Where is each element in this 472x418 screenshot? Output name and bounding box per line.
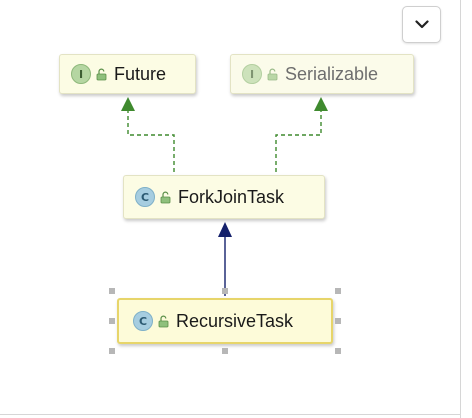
node-label: ForkJoinTask [178, 186, 285, 207]
public-access-icon [267, 68, 278, 81]
chevron-down-icon [414, 20, 429, 29]
interface-icon: I [71, 64, 91, 84]
resize-handle-top[interactable] [222, 288, 228, 294]
implements-arrowhead-serializable [314, 97, 328, 111]
class-icon: C [135, 187, 155, 207]
class-icon: C [133, 311, 153, 331]
resize-handle-right[interactable] [335, 318, 341, 324]
implements-edge-serializable [275, 110, 322, 172]
panel-border-right [460, 0, 461, 418]
resize-handle-top-right[interactable] [335, 288, 341, 294]
node-label: RecursiveTask [176, 310, 294, 331]
node-label: Future [114, 63, 167, 84]
interface-icon: I [242, 64, 262, 84]
panel-border-bottom [0, 414, 461, 415]
resize-handle-top-left[interactable] [109, 288, 115, 294]
node-serializable[interactable]: I Serializable [230, 54, 414, 94]
public-access-icon [96, 68, 107, 81]
collapse-button[interactable] [402, 6, 441, 43]
public-access-icon [160, 191, 171, 204]
node-recursivetask[interactable]: C RecursiveTask [117, 298, 333, 344]
resize-handle-bottom-right[interactable] [335, 348, 341, 354]
public-access-icon [158, 315, 169, 328]
node-forkjointask[interactable]: C ForkJoinTask [123, 175, 325, 219]
extends-arrowhead-forkjointask [218, 222, 232, 237]
implements-arrowhead-future [121, 97, 135, 111]
resize-handle-bottom-left[interactable] [109, 348, 115, 354]
resize-handle-bottom[interactable] [222, 348, 228, 354]
resize-handle-left[interactable] [109, 318, 115, 324]
implements-edge-future [127, 110, 175, 172]
node-future[interactable]: I Future [59, 54, 196, 94]
node-label: Serializable [285, 63, 379, 84]
